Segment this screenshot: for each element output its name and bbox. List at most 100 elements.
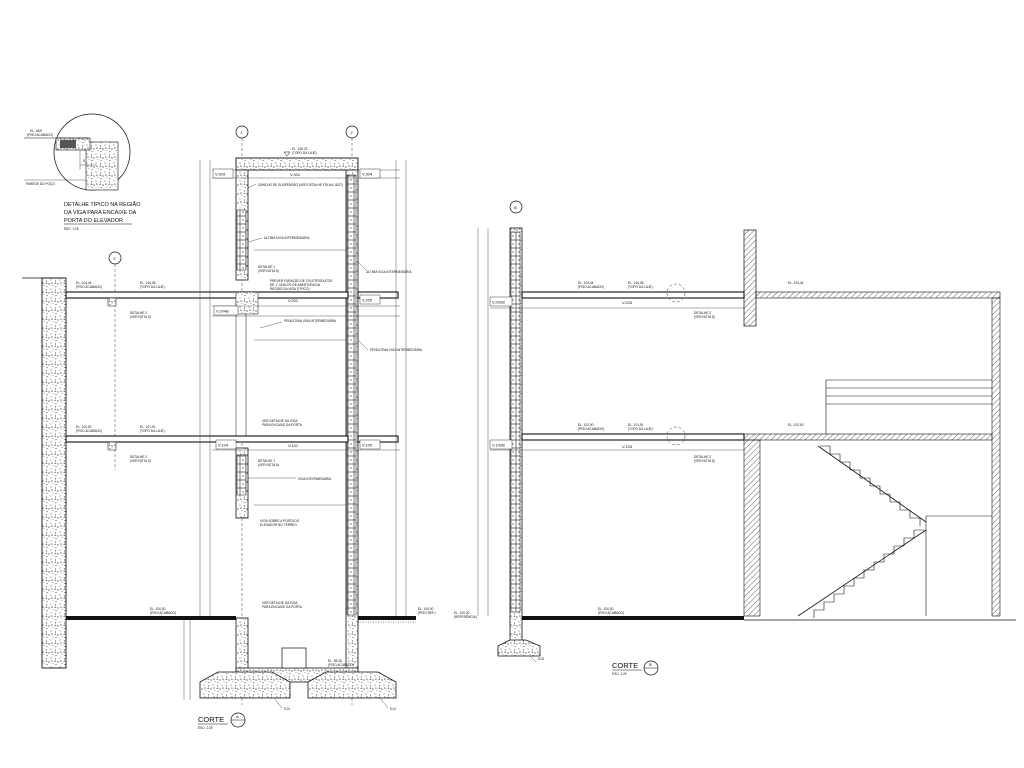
section-b-scale: ESC: 1:25 (612, 672, 627, 676)
svg-text:(TOPO DA LAJE): (TOPO DA LAJE) (292, 151, 317, 155)
beam-v1028-label-box (489, 439, 513, 450)
detail-title-3: PORTA DO ELEVADOR (64, 218, 123, 224)
level-roof: EL. 108,23 (TOPO DA LAJE) (283, 147, 317, 157)
beam-v105: V.105 (362, 443, 373, 448)
svg-text:DETALHE 2: DETALHE 2 (694, 311, 711, 315)
svg-text:EL. 100,00: EL. 100,00 (454, 611, 470, 615)
svg-text:ÚLTIMA VIGA INTERMEDIÁRIA: ÚLTIMA VIGA INTERMEDIÁRIA (264, 235, 310, 240)
svg-text:ELEVADOR NO TÉRREO: ELEVADOR NO TÉRREO (260, 522, 297, 527)
section-b-title: CORTE (612, 661, 638, 670)
beam-v303-label-box (212, 168, 234, 179)
beam-v2028-label-box (489, 296, 513, 307)
detail-title-1: DETALHE TÍPICO NA REGIÃO (64, 201, 141, 208)
svg-text:EL. 104,35: EL. 104,35 (628, 281, 644, 285)
footing-left-label: 5.01 (284, 707, 290, 711)
section-a-letter: A (236, 714, 239, 719)
ground-slab (66, 616, 236, 620)
svg-text:(VER NOTA 5): (VER NOTA 5) (694, 459, 715, 463)
footing-left (199, 671, 291, 699)
beam-v105-label-box (359, 439, 381, 450)
beam-v2028: V.202B (492, 300, 505, 305)
section-a-title: CORTE (198, 715, 224, 724)
axis-b-marker (509, 200, 523, 214)
detail-dim: 5 (83, 159, 85, 163)
svg-text:(PISO ACABADO): (PISO ACABADO) (328, 663, 354, 667)
footing-b-label: 5.02 (538, 657, 544, 661)
detail-wall (85, 141, 119, 191)
svg-text:(PISO ACABADO): (PISO ACABADO) (150, 611, 176, 615)
svg-text:(VER NOTA 5): (VER NOTA 5) (130, 315, 151, 319)
beam-v2048-label-box (213, 305, 239, 316)
axis-1prime-label: 1' (113, 256, 116, 261)
shaft-notes: GANCHO DE SUSPENSÃO (VER DETALHE FOLHA 1… (130, 182, 423, 609)
svg-text:(VER NOTA 6): (VER NOTA 6) (258, 269, 279, 273)
column-b-block (510, 231, 521, 613)
svg-text:(PISO ACABADO): (PISO ACABADO) (578, 285, 604, 289)
shaft-wall-left-block-1 (236, 209, 247, 271)
beam-v304-label-box (359, 168, 381, 179)
beam-v201: V.201 (288, 298, 299, 303)
stair-block (235, 291, 259, 315)
shaft-wall-right-block (346, 174, 357, 616)
svg-text:(VER NOTA 5): (VER NOTA 5) (694, 315, 715, 319)
level-ground: EL. 100,00 (PISO ACABADO) EL. 100,00 (PI… (150, 607, 436, 615)
section-b: B 5.02 V.202B V.203 V.102B V.103 DETALHE… (454, 200, 1016, 676)
svg-text:(PISO ACABADO): (PISO ACABADO) (76, 429, 102, 433)
svg-text:DETALHE 2: DETALHE 2 (130, 455, 147, 459)
detail-2-marker-mid (666, 426, 686, 446)
beam-v301: V.301 (290, 172, 301, 177)
svg-text:VIGA SOBRE A PORTA DO: VIGA SOBRE A PORTA DO (260, 519, 300, 523)
svg-text:(TOPO DA LAJE): (TOPO DA LAJE) (628, 427, 653, 431)
svg-text:DETALHE 2: DETALHE 2 (130, 311, 147, 315)
slab-mid (65, 435, 349, 443)
beam-v1028: V.102B (492, 443, 505, 448)
svg-text:DE 1" ÚNICOS DE ABERTURA DA: DE 1" ÚNICOS DE ABERTURA DA (270, 282, 321, 287)
staircase (797, 445, 992, 618)
svg-text:EL. 104,44: EL. 104,44 (578, 281, 594, 285)
beam-v103: V.103 (622, 444, 633, 449)
svg-text:(TOPO DA LAJE): (TOPO DA LAJE) (140, 429, 165, 433)
beam-v104-label-box (215, 439, 237, 450)
svg-text:EL. 101,91: EL. 101,91 (140, 425, 156, 429)
detail-title-2: DA VIGA PARA ENCAIXE DA (64, 210, 137, 216)
svg-text:GANCHO DE SUSPENSÃO (VER DETAL: GANCHO DE SUSPENSÃO (VER DETALHE FOLHA 1… (258, 182, 343, 187)
beam-v304: V.304 (362, 172, 373, 177)
shaft-wall-left-block-2 (236, 454, 247, 496)
svg-text:EL. 104,44: EL. 104,44 (76, 281, 92, 285)
svg-text:EL. 100,00: EL. 100,00 (418, 607, 434, 611)
svg-text:(REFERÊNCIA): (REFERÊNCIA) (454, 614, 477, 619)
beam-v104: V.104 (218, 443, 229, 448)
axis-2-label: 2 (351, 130, 354, 135)
slab-b-upper (521, 291, 745, 299)
detail-recess (60, 140, 76, 148)
slab-b-ground (522, 616, 744, 620)
typical-detail: EL. VAR. (PISO ACABADO) 5 PAREDE DO POÇO… (24, 113, 141, 231)
svg-text:PENÚLTIMA VIGA INTERMEDIÁRIA: PENÚLTIMA VIGA INTERMEDIÁRIA (370, 347, 423, 352)
svg-text:(VER NOTA 5): (VER NOTA 5) (130, 459, 151, 463)
svg-text:VER DETALHE DA VIGA: VER DETALHE DA VIGA (262, 601, 298, 605)
footing-b (497, 639, 541, 657)
level-upper-left: EL. 104,44 (PISO ACABADO) EL. 104,35 (TO… (76, 281, 165, 289)
svg-text:EL. 98,48: EL. 98,48 (328, 659, 342, 663)
svg-text:(VER NOTA 6): (VER NOTA 6) (258, 463, 279, 467)
footing-right-label: 5.01 (390, 707, 396, 711)
slab-upper (65, 291, 349, 299)
shaft-wall-left-mid (235, 299, 247, 437)
detail-scale: ESC: 1:25 (64, 227, 79, 231)
svg-text:PARA ENCAIXE DA PORTA: PARA ENCAIXE DA PORTA (262, 423, 303, 427)
section-b-letter: B (649, 662, 652, 667)
svg-text:PENÚLTIMA VIGA INTERMEDIÁRIA: PENÚLTIMA VIGA INTERMEDIÁRIA (284, 318, 337, 323)
svg-text:VIGA INTERMEDIÁRIA: VIGA INTERMEDIÁRIA (298, 477, 332, 481)
adjacent-slab-mid (743, 433, 993, 441)
section-a: 1 2 1' (22, 125, 436, 730)
detail-level-label: EL. VAR. (30, 129, 43, 133)
adjacent-slab-top (755, 291, 1001, 299)
beam-v101: V.101 (288, 443, 299, 448)
svg-text:EL. 101,91: EL. 101,91 (628, 423, 644, 427)
ground-slab-right (358, 616, 416, 620)
svg-text:EL. 100,00: EL. 100,00 (598, 607, 614, 611)
level-pit: EL. 98,48 (PISO ACABADO) (328, 659, 354, 667)
slab-b-mid (521, 433, 745, 441)
detail-level-sub: (PISO ACABADO) (27, 133, 53, 137)
